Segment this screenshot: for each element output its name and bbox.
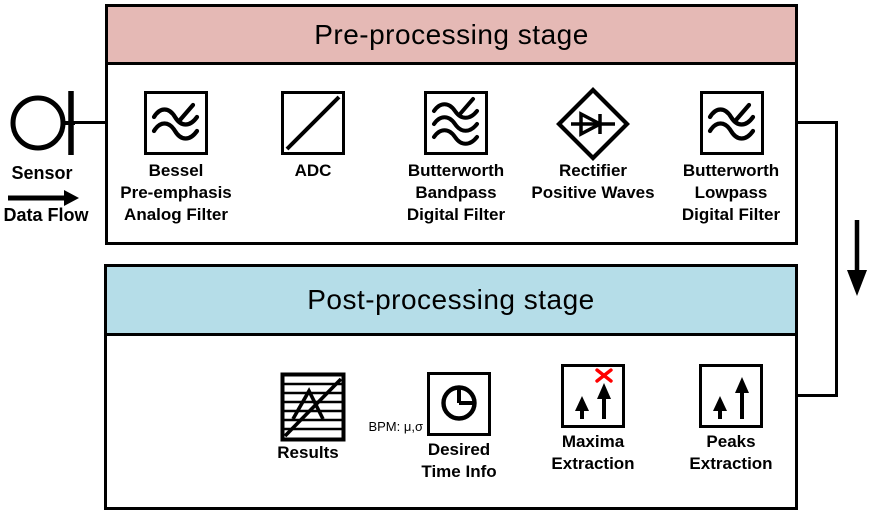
adc-label: ADC	[294, 161, 332, 180]
bessel-filter-label: Bessel Pre-emphasis Analog Filter	[120, 161, 232, 224]
line-into-peaks	[763, 394, 838, 397]
sensor-label: Sensor	[11, 163, 73, 183]
lowpass-filter-block	[700, 91, 764, 155]
maxima-extraction-block	[561, 364, 625, 428]
pre-processing-title: Pre-processing stage	[314, 18, 589, 50]
rectifier-label: Rectifier Positive Waves	[531, 161, 655, 202]
bpm-bus-label: BPM: μ,σ	[368, 419, 423, 434]
maxima-extraction-label: Maxima Extraction	[551, 432, 635, 473]
waveform-report-icon	[280, 372, 346, 442]
digital-filter-3-waves-icon	[432, 97, 479, 146]
bandpass-filter-block	[424, 91, 488, 155]
results-label: Results	[277, 443, 339, 462]
data-flow-label: Data Flow	[3, 205, 89, 225]
lowpass-filter-label: Butterworth Lowpass Digital Filter	[681, 161, 781, 224]
microphone-sensor-icon	[10, 91, 75, 155]
peaks-extraction-block	[699, 364, 763, 428]
peaks-extraction-label: Peaks Extraction	[689, 432, 773, 473]
adc-diagonal-icon	[285, 95, 341, 151]
diode-diamond-icon	[556, 87, 630, 161]
post-processing-title: Post-processing stage	[307, 284, 595, 315]
clock-pie-icon	[441, 385, 477, 421]
red-x-mark	[595, 368, 613, 383]
desired-time-info-block	[427, 372, 491, 436]
adc-block	[281, 91, 345, 155]
bandpass-filter-label: Butterworth Bandpass Digital Filter	[406, 161, 506, 224]
line-down-connector	[835, 121, 838, 397]
bessel-filter-block	[144, 91, 208, 155]
up-arrows-icon	[713, 377, 749, 419]
post-processing-header: Post-processing stage	[107, 267, 795, 336]
data-flow-arrow-icon	[8, 190, 79, 206]
digital-filter-2-waves-icon	[707, 102, 756, 141]
down-arrow-icon	[847, 220, 867, 296]
desired-time-info-label: Desired Time Info	[421, 440, 497, 481]
pre-processing-header: Pre-processing stage	[108, 7, 795, 65]
line-lowpass-out	[764, 121, 838, 124]
analog-filter-waves-icon	[151, 102, 200, 141]
up-arrows-rejected-icon	[575, 368, 613, 419]
